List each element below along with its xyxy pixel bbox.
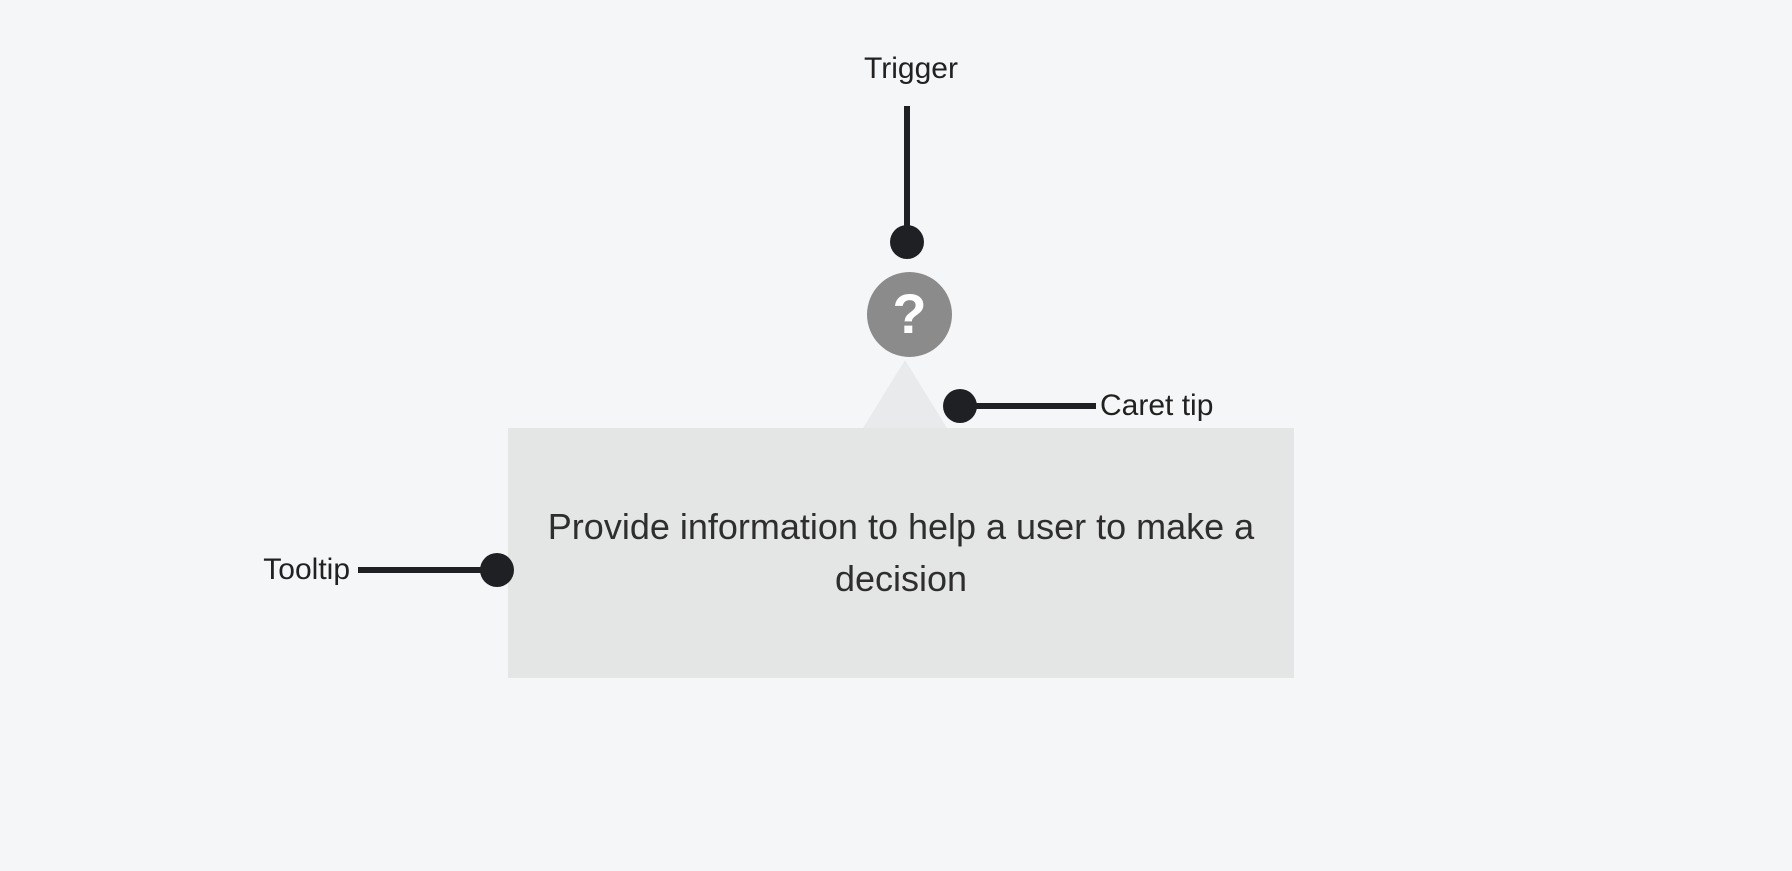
trigger-annotation-line [904,106,910,228]
trigger-annotation-label: Trigger [864,52,958,85]
trigger-annotation-dot [890,225,924,259]
tooltip-annotation-line [358,567,497,573]
tooltip-caret [863,360,947,428]
question-mark-icon: ? [892,281,927,345]
tooltip-annotation-dot [480,553,514,587]
caret-tip-annotation-label: Caret tip [1100,389,1214,422]
help-trigger-button[interactable]: ? [867,272,952,357]
tooltip-text: Provide information to help a user to ma… [547,506,1255,599]
caret-tip-annotation-line [960,403,1096,409]
tooltip-body: Provide information to help a user to ma… [508,428,1294,678]
tooltip-annotation-label: Tooltip [263,553,350,586]
